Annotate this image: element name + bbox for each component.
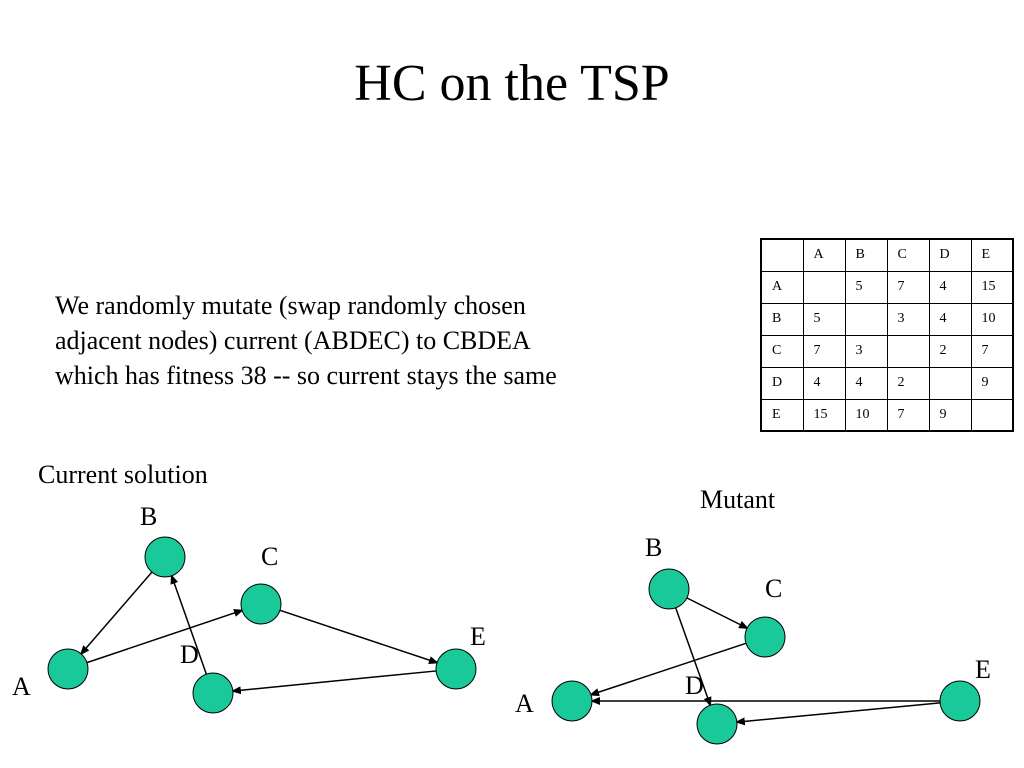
current-node-d (192, 672, 234, 714)
mutant-node-label-c: C (765, 574, 783, 603)
table-cell: E (760, 398, 804, 432)
current-edge-c-e (267, 605, 439, 664)
mutant-edge-b-c (674, 591, 749, 630)
current-edge-b-a (79, 561, 161, 656)
current-node-label-a: A (12, 672, 31, 701)
table-cell: E (970, 238, 1014, 272)
table-cell: A (760, 270, 804, 304)
table-cell: 7 (886, 270, 930, 304)
current-node-label-c: C (261, 542, 279, 571)
mutant-node-b (648, 568, 690, 610)
mutant-node-label-b: B (645, 533, 663, 562)
mutant-edge-b-d (670, 595, 712, 708)
current-node-c (240, 583, 282, 625)
table-cell: 9 (928, 398, 972, 432)
mutant-node-label-d: D (685, 671, 704, 700)
table-cell: 7 (970, 334, 1014, 368)
table-cell: 9 (970, 366, 1014, 400)
mutant-node-a (551, 680, 593, 722)
slide-title: HC on the TSP (354, 55, 670, 112)
table-cell: 4 (844, 366, 888, 400)
current-solution-caption: Current solution (38, 460, 208, 489)
table-cell: 10 (844, 398, 888, 432)
table-cell: 15 (802, 398, 846, 432)
table-cell: B (760, 302, 804, 336)
table-cell (844, 302, 888, 336)
mutant-edge-e-d (734, 700, 954, 726)
body-line: adjacent nodes) current (ABDEC) to CBDEA (55, 326, 531, 355)
mutant-node-label-e: E (975, 655, 991, 684)
current-edge-d-b (170, 573, 212, 687)
current-node-a (47, 648, 89, 690)
current-node-label-b: B (140, 502, 158, 531)
table-cell: 2 (928, 334, 972, 368)
table-cell: C (886, 238, 930, 272)
current-edge-a-c (74, 609, 244, 668)
table-cell: 5 (802, 302, 846, 336)
mutant-node-e (939, 680, 981, 722)
body-line: We randomly mutate (swap randomly chosen (55, 291, 526, 320)
mutant-edge-c-a (589, 638, 759, 696)
current-node-e (435, 648, 477, 690)
body-line: which has fitness 38 -- so current stays… (55, 361, 557, 390)
mutant-caption: Mutant (700, 485, 776, 514)
table-cell (970, 398, 1014, 432)
table-cell: C (760, 334, 804, 368)
mutant-node-c (744, 616, 786, 658)
current-edge-e-d (230, 668, 450, 695)
current-node-label-e: E (470, 622, 486, 651)
current-node-b (144, 536, 186, 578)
mutant-node-d (696, 703, 738, 745)
table-cell: 7 (886, 398, 930, 432)
current-node-label-d: D (180, 640, 199, 669)
slide-body-text: We randomly mutate (swap randomly chosen… (55, 288, 755, 393)
table-cell: 2 (886, 366, 930, 400)
table-cell: 10 (970, 302, 1014, 336)
table-cell: D (760, 366, 804, 400)
mutant-node-label-a: A (515, 689, 534, 718)
